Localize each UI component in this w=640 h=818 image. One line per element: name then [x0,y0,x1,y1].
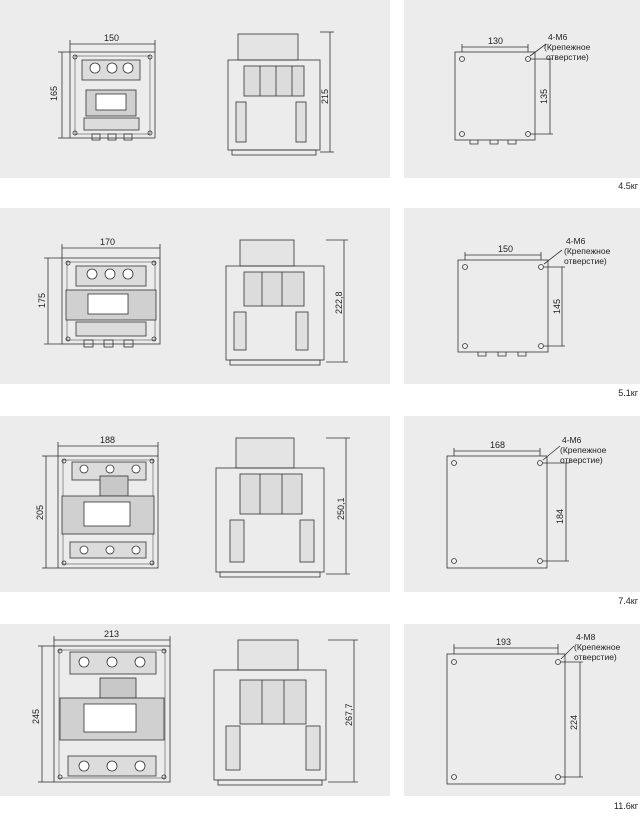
mount-height-dim-4: 224 [569,715,579,730]
side-height-dim-4: 267,7 [344,703,354,726]
side-view-2: 222,8 [225,239,348,366]
screw-label-1: 4-M6 [548,32,568,42]
mount-height-dim-2: 145 [552,299,562,314]
screw-label-2: 4-M6 [566,236,586,246]
front-width-dim-4: 213 [104,629,119,639]
mount-view-1: 130 135 4-M6 (Крепежное отверстие) [454,32,591,145]
front-width-dim-2: 170 [100,237,115,247]
front-height-dim-2: 175 [37,293,47,308]
side-view-1: 215 [227,31,334,156]
screw-note1-1: (Крепежное [544,42,591,52]
side-view-4: 267,7 [213,639,358,786]
mount-height-dim-1: 135 [539,89,549,104]
weight-label-3: 7.4кг [618,596,638,606]
mount-view-4: 193 224 4-M8 (Крепежное отверстие) [446,632,621,785]
front-height-dim-1: 165 [49,86,59,101]
front-view-2: 170 175 [37,237,161,348]
mount-width-dim-1: 130 [488,36,503,46]
front-view-4: 213 245 [31,629,171,783]
screw-note2-1: отверстие) [546,52,589,62]
front-side-panel-2 [0,208,390,384]
front-height-dim-4: 245 [31,709,41,724]
mount-panel-4 [404,624,640,796]
front-side-panel-1 [0,0,390,178]
screw-note2-3: отверстие) [560,455,603,465]
mount-width-dim-3: 168 [490,440,505,450]
front-width-dim-3: 188 [100,435,115,445]
front-view-1: 150 165 [49,33,156,141]
screw-note1-2: (Крепежное [564,246,611,256]
side-height-dim-2: 222,8 [334,291,344,314]
side-view-3: 250,1 [215,437,350,578]
screw-label-3: 4-M6 [562,435,582,445]
mount-panel-1 [404,0,640,178]
mount-view-2: 150 145 4-M6 (Крепежное отверстие) [457,236,611,357]
mount-panel-2 [404,208,640,384]
screw-note2-2: отверстие) [564,256,607,266]
mount-view-3: 168 184 4-M6 (Крепежное отверстие) [446,435,607,569]
mount-panel-3 [404,416,640,592]
mount-height-dim-3: 184 [555,509,565,524]
front-height-dim-3: 205 [35,505,45,520]
mount-width-dim-2: 150 [498,244,513,254]
front-view-3: 188 205 [35,435,159,569]
front-width-dim-1: 150 [104,33,119,43]
weight-label-2: 5.1кг [618,388,638,398]
side-height-dim-1: 215 [320,89,330,104]
weight-label-4: 11.6кг [613,801,638,811]
screw-note1-4: (Крепежное [574,642,621,652]
screw-note2-4: отверстие) [574,652,617,662]
side-height-dim-3: 250,1 [336,497,346,520]
screw-label-4: 4-M8 [576,632,596,642]
weight-label-1: 4.5кг [618,181,638,191]
screw-note1-3: (Крепежное [560,445,607,455]
mount-width-dim-4: 193 [496,637,511,647]
